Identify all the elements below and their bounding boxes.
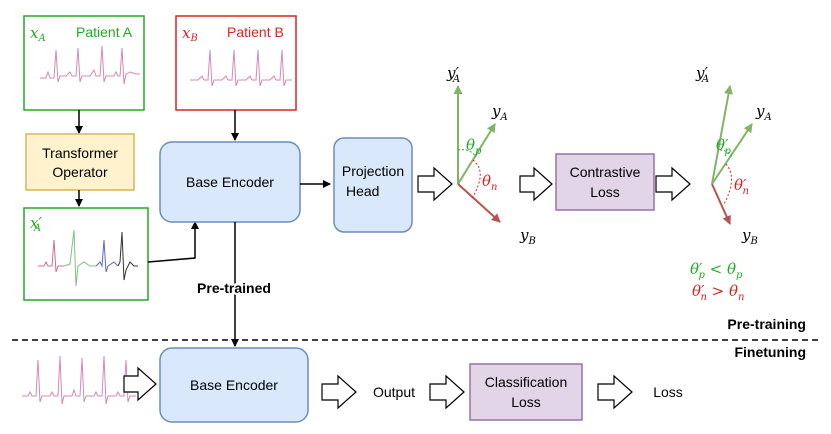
angle-arc-p-before xyxy=(457,149,477,158)
projection-head-box: Projection Head xyxy=(333,137,413,233)
hollow-arrow-ft-3 xyxy=(429,374,465,410)
augmented-ecg-seg4 xyxy=(117,231,138,281)
pretraining-stage-label: Pre-training xyxy=(727,316,806,332)
label-y-a-prime-before: y′A xyxy=(446,64,460,85)
label-y-a-before: yA xyxy=(491,102,508,123)
hollow-arrow-3 xyxy=(655,166,691,202)
vec-y-a-prime-after xyxy=(711,85,733,185)
vec-y-b-before xyxy=(457,183,501,223)
classification-label-line2: Loss xyxy=(511,394,541,410)
label-y-b-before: yB xyxy=(519,226,536,247)
embeddings-after: y′A yA yB θ′p θ′n xyxy=(695,64,772,247)
contrastive-label-line1: Contrastive xyxy=(570,164,641,180)
output-label: Output xyxy=(373,384,415,400)
contrastive-loss-box: Contrastive Loss xyxy=(555,153,655,211)
classification-loss-box: Classification Loss xyxy=(469,363,583,421)
vec-y-a-after xyxy=(711,123,753,185)
loss-label: Loss xyxy=(653,384,683,400)
label-y-a-after: yA xyxy=(755,102,772,123)
transformer-label-line1: Transformer xyxy=(42,145,118,161)
hollow-arrow-1 xyxy=(417,166,453,202)
finetuning-ecg-waveform xyxy=(22,355,136,405)
augmented-ecg-seg3 xyxy=(95,239,119,273)
augmented-var: x′A xyxy=(30,214,42,234)
inequality-negative: θ′n > θn xyxy=(692,282,744,303)
angle-arc-n-after xyxy=(723,163,732,205)
vec-y-a-before xyxy=(457,123,496,185)
base-encoder-finetuning: Base Encoder xyxy=(159,347,309,423)
transformer-label-line2: Operator xyxy=(52,164,108,180)
angle-arc-p-after xyxy=(719,149,733,158)
patient-b-ecg-waveform xyxy=(190,49,292,87)
patient-a-label: Patient A xyxy=(76,24,133,40)
classification-label-line1: Classification xyxy=(485,374,567,390)
patient-a-signal-box: xA Patient A xyxy=(23,15,145,111)
hollow-arrow-ft-2 xyxy=(321,374,357,410)
label-theta-p-after: θ′p xyxy=(716,136,731,157)
hollow-arrow-ft-4 xyxy=(597,374,633,410)
patient-b-signal-box: xB Patient B xyxy=(175,15,297,111)
augmented-ecg-seg2 xyxy=(63,229,96,287)
label-y-a-prime-after: y′A xyxy=(695,64,709,85)
base-encoder-label: Base Encoder xyxy=(186,174,274,190)
transformer-operator-box: Transformer Operator xyxy=(25,133,135,191)
label-y-b-after: yB xyxy=(741,226,758,247)
projection-label-line1: Projection xyxy=(342,163,404,179)
augmented-ecg-seg1 xyxy=(38,239,64,273)
arrow-augmented-to-encoder xyxy=(147,221,199,263)
finetuning-stage-label: Finetuning xyxy=(734,344,806,360)
patient-a-var: xA xyxy=(30,24,46,44)
embeddings-before: y′A yA yB θp θn xyxy=(446,64,536,247)
contrastive-label-line2: Loss xyxy=(590,184,620,200)
augmented-signal-box: x′A xyxy=(23,207,149,301)
vec-y-b-after xyxy=(711,183,731,225)
label-theta-p-before: θp xyxy=(466,136,482,157)
patient-a-ecg-waveform xyxy=(40,45,140,85)
inequality-positive: θ′p < θp xyxy=(690,260,743,281)
label-theta-n-before: θn xyxy=(482,172,497,193)
hollow-arrow-2 xyxy=(519,166,553,202)
pretrained-label: Pre-trained xyxy=(197,280,271,296)
label-theta-n-after: θ′n xyxy=(734,176,749,197)
hollow-arrow-ft-1 xyxy=(123,366,157,402)
projection-label-line2: Head xyxy=(346,183,379,199)
base-encoder-pretraining: Base Encoder xyxy=(159,141,301,223)
angle-arc-n-before xyxy=(471,159,481,199)
base-encoder-ft-label: Base Encoder xyxy=(190,377,278,393)
patient-b-var: xB xyxy=(182,24,198,44)
patient-b-label: Patient B xyxy=(227,24,284,40)
